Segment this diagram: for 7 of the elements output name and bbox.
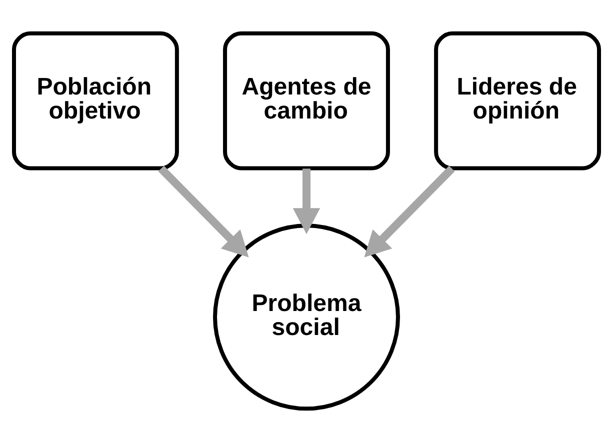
arrow (364, 165, 455, 257)
arrow (292, 168, 320, 234)
node-circle: Problema social (213, 223, 400, 410)
arrow (158, 165, 249, 257)
node-box: Lideres de opinión (434, 30, 601, 170)
node-box: Agentes de cambio (223, 30, 390, 170)
node-box: Población objetivo (12, 30, 179, 170)
